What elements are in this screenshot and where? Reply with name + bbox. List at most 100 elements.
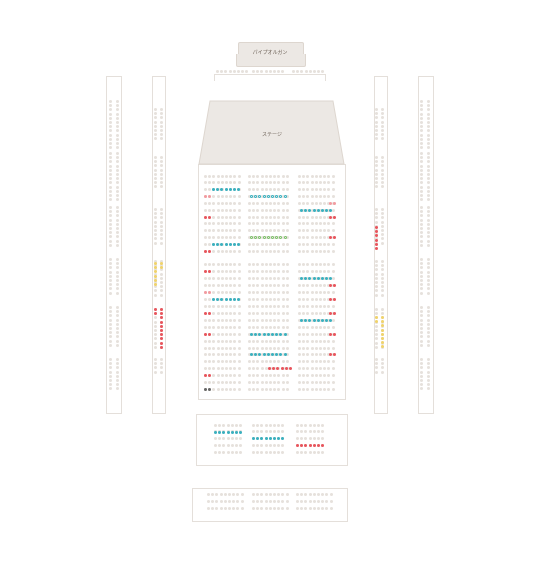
seat[interactable] bbox=[256, 437, 260, 440]
seat[interactable] bbox=[283, 195, 287, 198]
seat[interactable] bbox=[237, 188, 241, 191]
seat[interactable] bbox=[228, 188, 232, 191]
seat[interactable] bbox=[220, 188, 224, 191]
seat[interactable] bbox=[271, 353, 274, 356]
seat[interactable] bbox=[258, 353, 262, 356]
seat[interactable] bbox=[262, 353, 266, 356]
seat[interactable] bbox=[262, 236, 266, 239]
seat[interactable] bbox=[271, 195, 274, 198]
seat[interactable] bbox=[333, 312, 337, 315]
seat[interactable] bbox=[258, 236, 262, 239]
seat[interactable] bbox=[284, 367, 288, 370]
seat[interactable] bbox=[154, 270, 157, 274]
seat[interactable] bbox=[316, 277, 320, 280]
seat[interactable] bbox=[220, 243, 224, 246]
seat[interactable] bbox=[204, 195, 207, 198]
seat[interactable] bbox=[268, 367, 271, 370]
seat[interactable] bbox=[289, 367, 292, 370]
seat[interactable] bbox=[304, 209, 308, 212]
seat[interactable] bbox=[329, 353, 332, 356]
seat[interactable] bbox=[266, 195, 270, 198]
seat[interactable] bbox=[160, 333, 163, 337]
seat[interactable] bbox=[375, 247, 378, 250]
seat[interactable] bbox=[381, 324, 384, 328]
seat[interactable] bbox=[233, 298, 236, 301]
seat[interactable] bbox=[208, 250, 212, 253]
seat[interactable] bbox=[154, 262, 157, 265]
seat[interactable] bbox=[154, 274, 157, 278]
seat[interactable] bbox=[276, 367, 280, 370]
seat[interactable] bbox=[214, 431, 217, 434]
seat[interactable] bbox=[316, 319, 320, 322]
seat[interactable] bbox=[279, 353, 283, 356]
seat[interactable] bbox=[268, 437, 272, 440]
seat[interactable] bbox=[312, 319, 316, 322]
seat[interactable] bbox=[216, 298, 220, 301]
seat[interactable] bbox=[329, 236, 332, 239]
seat[interactable] bbox=[381, 320, 384, 324]
seat[interactable] bbox=[272, 367, 276, 370]
seat[interactable] bbox=[237, 298, 241, 301]
seat[interactable] bbox=[375, 226, 378, 229]
seat[interactable] bbox=[154, 266, 157, 270]
seat[interactable] bbox=[224, 298, 228, 301]
seat[interactable] bbox=[325, 209, 329, 212]
seat[interactable] bbox=[212, 243, 215, 246]
seat[interactable] bbox=[224, 188, 228, 191]
seat[interactable] bbox=[381, 337, 384, 340]
seat[interactable] bbox=[254, 236, 258, 239]
seat[interactable] bbox=[160, 316, 163, 320]
seat[interactable] bbox=[321, 277, 324, 280]
seat[interactable] bbox=[308, 277, 312, 280]
seat[interactable] bbox=[254, 353, 258, 356]
seat[interactable] bbox=[160, 262, 163, 265]
seat[interactable] bbox=[235, 431, 238, 434]
seat[interactable] bbox=[208, 388, 212, 391]
seat[interactable] bbox=[308, 444, 312, 447]
seat[interactable] bbox=[333, 353, 337, 356]
seat[interactable] bbox=[375, 230, 378, 234]
seat[interactable] bbox=[279, 236, 283, 239]
seat[interactable] bbox=[271, 333, 274, 336]
seat[interactable] bbox=[273, 437, 276, 440]
seat[interactable] bbox=[228, 243, 232, 246]
seat[interactable] bbox=[283, 236, 287, 239]
seat[interactable] bbox=[333, 298, 337, 301]
seat[interactable] bbox=[262, 195, 266, 198]
seat[interactable] bbox=[381, 345, 384, 349]
seat[interactable] bbox=[333, 202, 337, 205]
seat[interactable] bbox=[208, 270, 212, 273]
seat[interactable] bbox=[333, 216, 337, 219]
seat[interactable] bbox=[375, 238, 378, 242]
seat[interactable] bbox=[308, 209, 312, 212]
seat[interactable] bbox=[160, 337, 163, 341]
seat[interactable] bbox=[329, 209, 333, 212]
seat[interactable] bbox=[154, 308, 157, 311]
seat[interactable] bbox=[254, 195, 258, 198]
seat[interactable] bbox=[283, 333, 287, 336]
seat[interactable] bbox=[212, 298, 215, 301]
seat[interactable] bbox=[375, 234, 378, 238]
seat[interactable] bbox=[160, 329, 163, 332]
seat[interactable] bbox=[220, 298, 224, 301]
seat[interactable] bbox=[304, 444, 308, 447]
seat[interactable] bbox=[233, 243, 236, 246]
seat[interactable] bbox=[275, 195, 279, 198]
seat[interactable] bbox=[333, 236, 337, 239]
seat[interactable] bbox=[160, 341, 163, 345]
seat[interactable] bbox=[312, 277, 316, 280]
seat[interactable] bbox=[300, 277, 303, 280]
seat[interactable] bbox=[216, 243, 220, 246]
seat[interactable] bbox=[281, 437, 285, 440]
seat[interactable] bbox=[154, 278, 157, 282]
seat[interactable] bbox=[381, 341, 384, 345]
seat[interactable] bbox=[277, 437, 281, 440]
seat[interactable] bbox=[208, 291, 212, 294]
seat[interactable] bbox=[204, 216, 207, 219]
seat[interactable] bbox=[312, 209, 316, 212]
seat[interactable] bbox=[283, 353, 287, 356]
seat[interactable] bbox=[381, 328, 384, 332]
seat[interactable] bbox=[230, 431, 234, 434]
seat[interactable] bbox=[228, 298, 232, 301]
seat[interactable] bbox=[329, 333, 332, 336]
